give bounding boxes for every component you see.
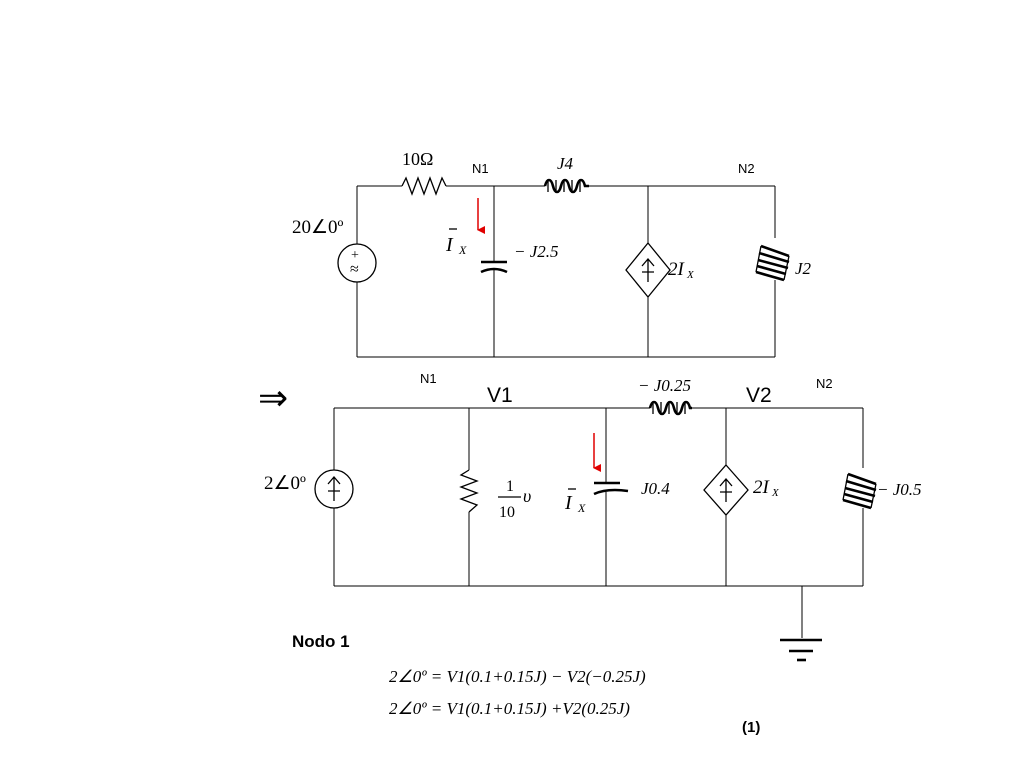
- circuit-2-wires: [333, 407, 864, 638]
- svg-text:X: X: [458, 243, 467, 257]
- node2-label: N2: [738, 161, 755, 176]
- equation-number: (1): [742, 719, 760, 736]
- current-source: [314, 469, 354, 509]
- current-source-label: 2∠0º: [264, 473, 306, 494]
- node1-label: N1: [472, 161, 489, 176]
- implies-arrow: ⇒: [258, 378, 288, 418]
- v1-label: V1: [487, 384, 513, 407]
- svg-text:X: X: [771, 487, 780, 499]
- resistor-10-ohm: [401, 176, 447, 196]
- dependent-source-label: 2I X: [753, 477, 780, 499]
- svg-text:I: I: [445, 234, 454, 256]
- svg-text:I: I: [564, 492, 573, 514]
- v2-label: V2: [746, 384, 772, 407]
- inductor-j2-label: J2: [795, 259, 812, 278]
- capacitor-label: − J2.5: [514, 242, 559, 261]
- svg-text:≈: ≈: [350, 261, 359, 278]
- capacitor-j0-4: [593, 481, 629, 496]
- current-ix-label: I X: [564, 488, 586, 515]
- section-heading: Nodo 1: [292, 632, 350, 651]
- capacitor-label: J0.4: [641, 479, 670, 498]
- conductance-label: 1 10 υ: [498, 478, 531, 521]
- inductor-neg-j0-5: [842, 472, 877, 510]
- inductor-j4: [543, 178, 589, 194]
- svg-text:1: 1: [506, 478, 514, 495]
- circuit-2: N1 N2 V1 V2 2∠0º 1 10 υ I X J0.4: [264, 371, 922, 662]
- node2-label: N2: [816, 376, 833, 391]
- dependent-current-source: [625, 241, 671, 299]
- inductor-j2: [755, 244, 790, 282]
- svg-text:X: X: [686, 269, 695, 281]
- inductor-j4-label: J4: [557, 154, 574, 173]
- svg-text:υ: υ: [523, 486, 531, 506]
- inductor-top-label: − J0.25: [638, 376, 691, 395]
- circuit-1: 10Ω + ≈ 20∠0º N1 N2 J4 − J2.5 I X: [292, 149, 812, 358]
- dependent-source-label: 2I X: [668, 259, 695, 281]
- svg-text:2I: 2I: [668, 259, 686, 280]
- svg-text:X: X: [577, 501, 586, 515]
- svg-text:2I: 2I: [753, 477, 771, 498]
- node1-label: N1: [420, 371, 437, 386]
- voltage-source-label: 20∠0º: [292, 217, 344, 238]
- circuit-1-wires: [356, 185, 776, 358]
- equation-2: 2∠0º = V1(0.1+0.15J) +V2(0.25J): [389, 699, 630, 718]
- ac-voltage-source: + ≈: [337, 243, 377, 283]
- ground-symbol: [780, 638, 822, 662]
- equation-1: 2∠0º = V1(0.1+0.15J) − V2(−0.25J): [389, 667, 646, 686]
- capacitor-neg-j2-5: [480, 260, 508, 274]
- dependent-current-source: [703, 464, 749, 516]
- conductance-resistor: [459, 469, 479, 513]
- node-equations: Nodo 1 2∠0º = V1(0.1+0.15J) − V2(−0.25J)…: [292, 632, 760, 736]
- svg-text:10: 10: [499, 504, 515, 521]
- current-ix-label: I X: [445, 228, 467, 257]
- resistor-label: 10Ω: [402, 149, 433, 169]
- inductor-neg-j0-25: [648, 400, 692, 416]
- inductor-right-label: − J0.5: [877, 480, 922, 499]
- svg-text:+: +: [351, 248, 359, 263]
